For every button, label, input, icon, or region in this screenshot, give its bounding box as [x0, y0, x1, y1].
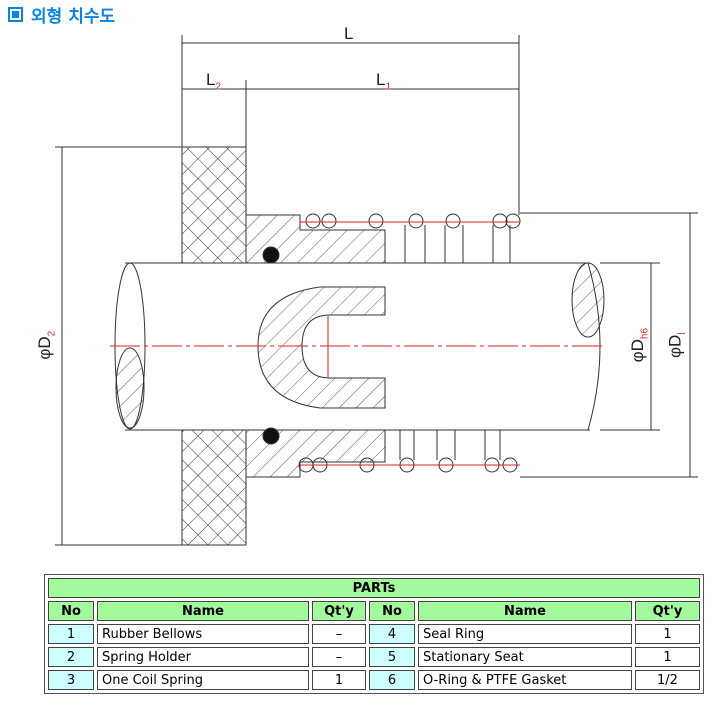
- cell-qty: 1/2: [635, 670, 700, 690]
- cell-no: 1: [48, 624, 94, 644]
- cell-no: 6: [369, 670, 415, 690]
- cell-qty: –: [312, 647, 366, 667]
- cell-name: Seal Ring: [418, 624, 632, 644]
- section-title: 외형 치수도: [8, 2, 115, 27]
- seal-drawing: [55, 35, 698, 546]
- cell-qty: 1: [635, 624, 700, 644]
- cell-no: 3: [48, 670, 94, 690]
- cell-name: Spring Holder: [97, 647, 309, 667]
- square-bullet-icon: [8, 7, 23, 22]
- dim-L2: L2: [206, 70, 222, 93]
- seal-ring: [257, 286, 386, 409]
- rubber-bellows: [181, 146, 247, 264]
- cell-name: Stationary Seat: [418, 647, 632, 667]
- dim-D1: φDl: [665, 332, 688, 358]
- header-no: No: [48, 601, 94, 621]
- cell-name: Rubber Bellows: [97, 624, 309, 644]
- header-qty: Qt'y: [635, 601, 700, 621]
- section-title-text: 외형 치수도: [31, 7, 116, 27]
- cell-no: 5: [369, 647, 415, 667]
- cell-name: One Coil Spring: [97, 670, 309, 690]
- dim-L1: L1: [376, 70, 392, 93]
- dim-L: L: [344, 24, 354, 43]
- header-qty: Qt'y: [312, 601, 366, 621]
- cell-qty: 1: [635, 647, 700, 667]
- cell-no: 2: [48, 647, 94, 667]
- table-caption: PARTs: [48, 578, 700, 598]
- cell-qty: 1: [312, 670, 366, 690]
- header-name: Name: [418, 601, 632, 621]
- header-no: No: [369, 601, 415, 621]
- cell-no: 4: [369, 624, 415, 644]
- header-name: Name: [97, 601, 309, 621]
- spring-holder: [245, 214, 386, 264]
- cell-name: O-Ring & PTFE Gasket: [418, 670, 632, 690]
- cell-qty: –: [312, 624, 366, 644]
- dim-Dh6: φDh6: [628, 327, 651, 363]
- dim-D2: φD2: [35, 330, 58, 360]
